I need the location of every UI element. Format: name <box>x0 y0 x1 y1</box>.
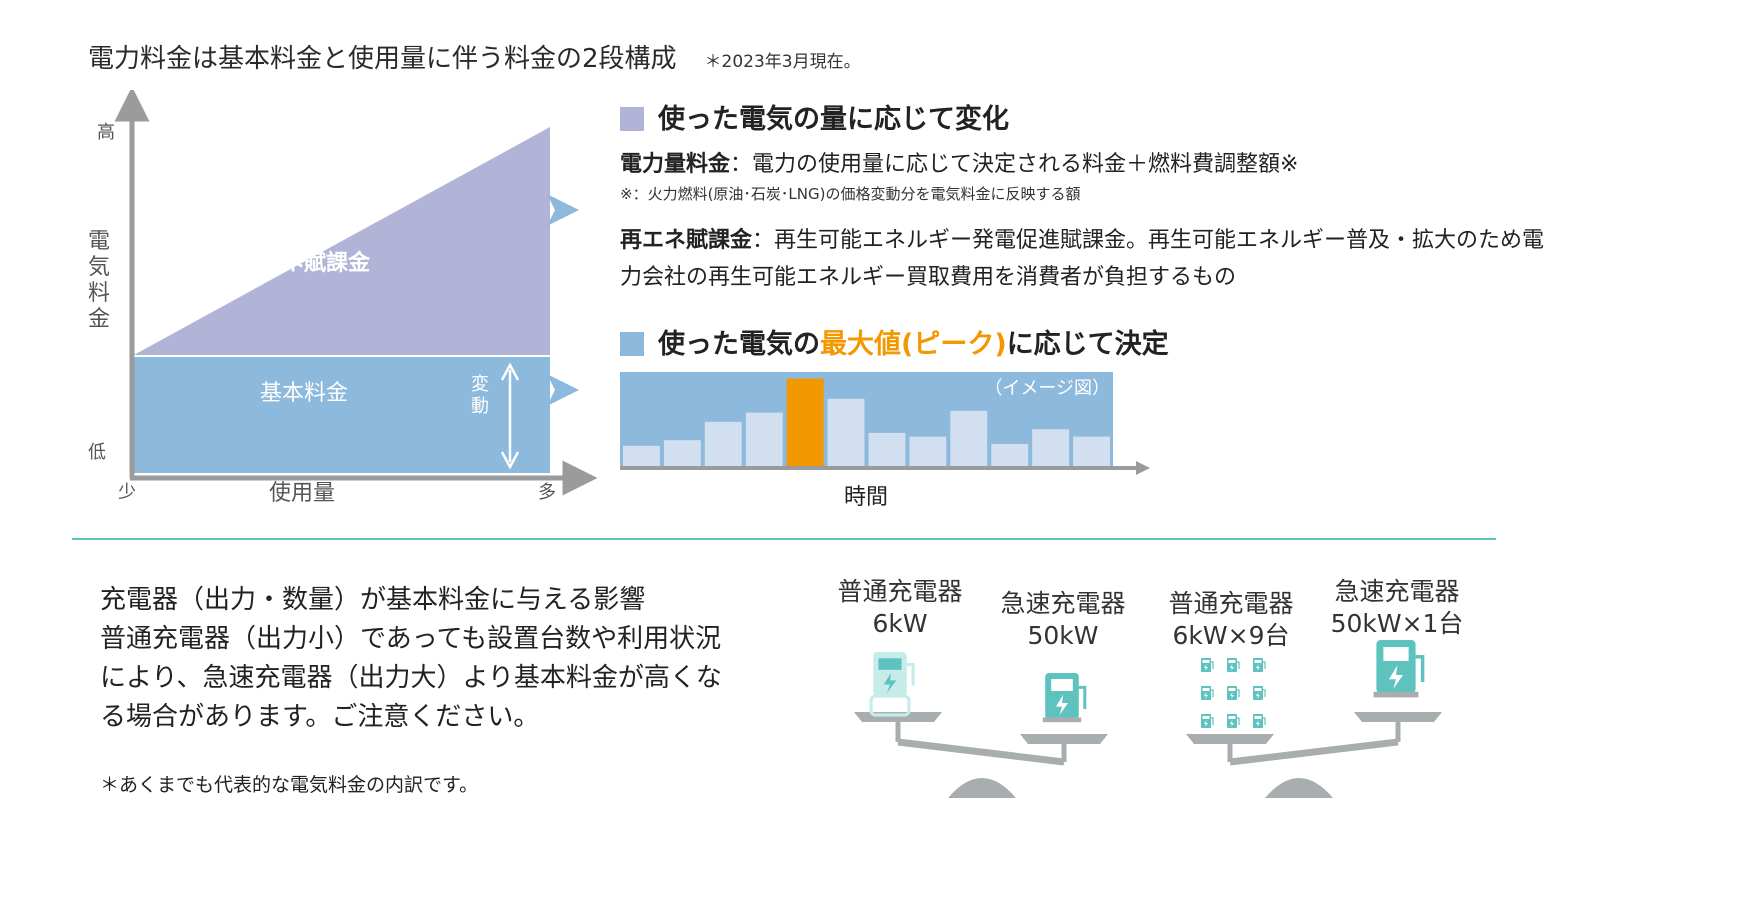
scale2-right-pan <box>1354 712 1442 722</box>
scale1-beam <box>897 738 1065 766</box>
usage-bar <box>745 412 783 466</box>
footnote: ＊あくまでも代表的な電気料金の内訳です。 <box>100 774 479 796</box>
section2-heading: 使った電気の最大値(ピーク)に応じて決定 <box>620 322 1169 361</box>
svg-text:変: 変 <box>471 374 489 395</box>
chart-background <box>620 372 1113 466</box>
x-high-label: 多 <box>538 482 556 503</box>
bottom-body: 普通充電器（出力小）であっても設置台数や利用状況により、急速充電器（出力大）より… <box>100 624 722 732</box>
change-label: 変 動 <box>471 374 489 417</box>
section-divider <box>72 538 1496 540</box>
plus-label: + <box>293 213 315 243</box>
page-title: 電力料金は基本料金と使用量に伴う料金の2段構成 ＊2023年3月現在。 <box>88 38 861 75</box>
renewable-levy-desc: ：再生可能エネルギー発電促進賦課金。再生可能エネルギー普及・拡大のため電力会社の… <box>620 228 1545 290</box>
peak-highlight: 最大値(ピーク) <box>820 329 1007 360</box>
renewable-levy-term: 再エネ賦課金 <box>620 228 753 253</box>
scales-illustration <box>854 638 1442 798</box>
scale1-base <box>948 778 1016 798</box>
usage-fee-definition: 電力量料金：電力の使用量に応じて決定される料金＋燃料費調整額※ <box>620 146 1298 183</box>
fee-structure-diagram: 高 低 電気料金 少 使用量 多 電力量料金 + 再エネ賦課金 基本料金 変 動 <box>88 90 598 506</box>
normal-charger-icon <box>869 652 915 717</box>
usage-fee-desc: ：電力の使用量に応じて決定される料金＋燃料費調整額※ <box>730 152 1299 177</box>
usage-bar <box>704 421 742 466</box>
renewable-levy-definition: 再エネ賦課金：再生可能エネルギー発電促進賦課金。再生可能エネルギー普及・拡大のた… <box>620 222 1550 296</box>
renewable-levy-label: 再エネ賦課金 <box>238 250 371 276</box>
y-high-label: 高 <box>97 122 115 143</box>
base-fee-label: 基本料金 <box>260 381 348 406</box>
usage-bar <box>623 445 660 466</box>
chart-note: （イメージ図） <box>984 378 1110 399</box>
nine-normal-chargers-icon <box>1200 657 1266 729</box>
usage-bar <box>950 410 988 466</box>
y-axis-title: 電気料金 <box>88 229 110 332</box>
peak-bar <box>786 378 824 466</box>
fast-charger-icon-2 <box>1371 638 1425 700</box>
svg-text:動: 動 <box>471 396 489 417</box>
title-note: ＊2023年3月現在。 <box>704 52 861 72</box>
usage-fee-label: 電力量料金 <box>249 188 360 214</box>
x-axis-title: 使用量 <box>269 481 335 506</box>
y-low-label: 低 <box>88 442 106 463</box>
scale2-base <box>1265 778 1333 798</box>
svg-text:電気料金: 電気料金 <box>88 229 110 332</box>
scale1 <box>854 652 1108 798</box>
section1-square-icon <box>620 107 644 131</box>
time-axis-label: 時間 <box>844 485 888 510</box>
fast-charger-icon <box>1041 671 1087 724</box>
usage-bar <box>991 443 1029 466</box>
usage-bar <box>1032 429 1070 466</box>
peak-demand-chart: （イメージ図） 時間 <box>620 372 1150 510</box>
usage-fee-area <box>132 127 550 356</box>
scale1-right-pan <box>1020 734 1108 744</box>
usage-bar <box>909 436 947 466</box>
usage-bar <box>663 440 701 466</box>
bottom-heading: 充電器（出力・数量）が基本料金に与える影響 <box>100 585 646 615</box>
usage-bar <box>827 398 865 466</box>
usage-bar <box>868 432 906 466</box>
x-low-label: 少 <box>118 482 136 503</box>
scale2-beam <box>1229 738 1399 766</box>
scale2-left-pan <box>1186 734 1274 744</box>
fuel-adjustment-note: ※：火力燃料(原油･石炭･LNG)の価格変動分を電気料金に反映する額 <box>620 185 1081 203</box>
scale2 <box>1186 638 1442 798</box>
pointer-arrow-1 <box>547 194 579 226</box>
section1-heading: 使った電気の量に応じて変化 <box>620 97 1009 136</box>
pointer-arrow-2 <box>547 374 579 406</box>
usage-bar <box>1073 436 1110 466</box>
base-fee-area <box>132 356 550 473</box>
usage-fee-term: 電力量料金 <box>620 152 731 177</box>
section2-square-icon <box>620 332 644 356</box>
title-text: 電力料金は基本料金と使用量に伴う料金の2段構成 <box>88 44 677 74</box>
